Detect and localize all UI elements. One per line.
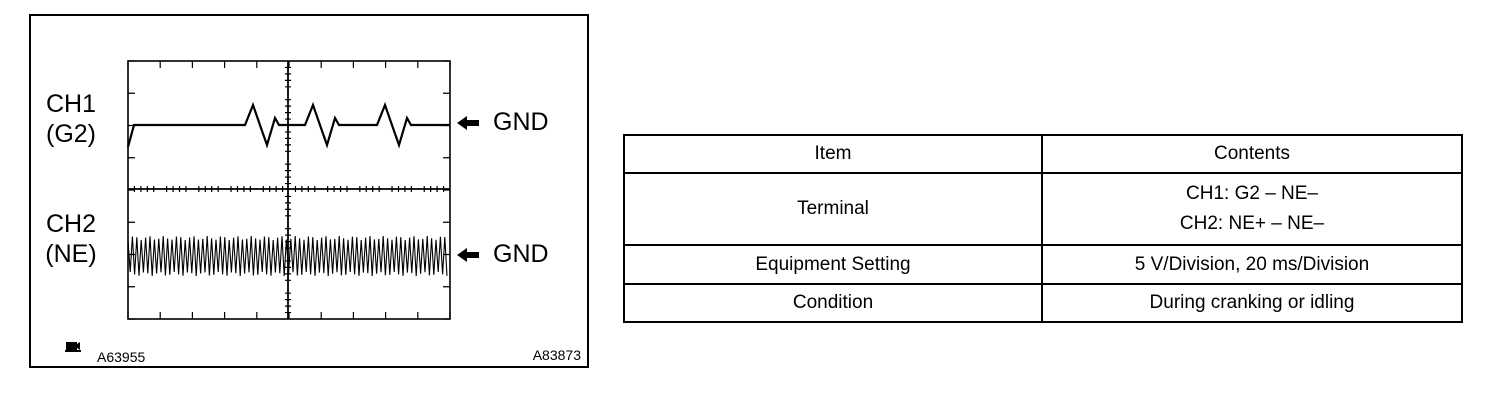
ch2-label: CH2 (NE) [36, 209, 106, 269]
cell-contents: 5 V/Division, 20 ms/Division [1041, 244, 1463, 285]
screen-border [127, 60, 451, 320]
table-row: Condition During cranking or idling [623, 283, 1463, 323]
oscilloscope-figure: CH1 (G2) CH2 (NE) GND GND A63955 A83873 [29, 14, 589, 368]
grid-ticks [127, 60, 451, 320]
table-row: Terminal CH1: G2 – NE– CH2: NE+ – NE– [623, 172, 1463, 246]
figure-code-left: A63955 [97, 349, 146, 365]
camera-icon [65, 342, 81, 352]
cell-contents-line: CH2: NE+ – NE– [1179, 213, 1325, 234]
spec-table: Item Contents Terminal CH1: G2 – NE– CH2… [623, 134, 1463, 323]
cell-item: Condition [623, 283, 1043, 323]
ch2-signal: (NE) [45, 240, 97, 268]
ch1-waveform-trace [127, 101, 450, 149]
ch1-name: CH1 [45, 90, 96, 118]
oscilloscope-screen [127, 60, 451, 320]
cell-contents: During cranking or idling [1041, 283, 1463, 323]
arrow-left-icon [457, 115, 479, 130]
table-row: Equipment Setting 5 V/Division, 20 ms/Di… [623, 244, 1463, 285]
ch2-ground-marker: GND [457, 240, 549, 269]
header-contents: Contents [1041, 134, 1463, 174]
ch2-ground-label: GND [493, 240, 549, 268]
cell-contents-line: CH1: G2 – NE– [1186, 183, 1318, 204]
cell-item: Equipment Setting [623, 244, 1043, 285]
ch2-waveform-trace [127, 235, 448, 277]
ch1-ground-label: GND [493, 108, 549, 136]
ch1-signal: (G2) [46, 120, 96, 148]
arrow-left-icon [457, 247, 479, 262]
header-item: Item [623, 134, 1043, 174]
ch1-label: CH1 (G2) [36, 89, 106, 149]
table-header-row: Item Contents [623, 134, 1463, 174]
figure-code-right: A83873 [532, 347, 581, 363]
ch1-ground-marker: GND [457, 108, 549, 137]
ch2-name: CH2 [45, 210, 96, 238]
cell-contents: CH1: G2 – NE– CH2: NE+ – NE– [1041, 172, 1463, 246]
cell-item: Terminal [623, 172, 1043, 246]
